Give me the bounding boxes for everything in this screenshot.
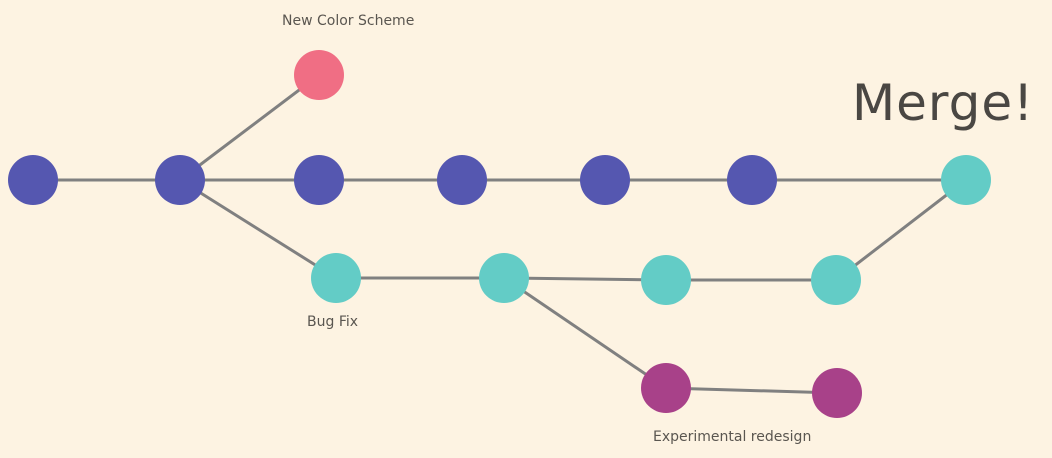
commit-node-bug-fix: [479, 253, 529, 303]
connection-b2-e1: [503, 276, 667, 390]
new-color-scheme-label: New Color Scheme: [282, 13, 415, 29]
connection-e1-e2: [665, 386, 838, 395]
experimental-redesign-label: Experimental redesign: [653, 429, 812, 445]
commit-node-main: [580, 155, 630, 205]
commit-node-bug-fix: [811, 255, 861, 305]
commit-node-experimental: [812, 368, 862, 418]
connection-m2-b1: [179, 178, 337, 280]
commit-nodes: [8, 50, 991, 418]
commit-node-experimental: [641, 363, 691, 413]
commit-node-main: [155, 155, 205, 205]
commit-node-bug-fix: [311, 253, 361, 303]
commit-node-color-scheme: [294, 50, 344, 100]
commit-node-main: [727, 155, 777, 205]
commit-node-bug-fix: [641, 255, 691, 305]
bug-fix-label: Bug Fix: [307, 314, 359, 330]
commit-node-main: [294, 155, 344, 205]
connection-m2-c1: [179, 73, 320, 182]
branch-connections: [33, 73, 967, 395]
commit-node-merge: [941, 155, 991, 205]
commit-node-main: [437, 155, 487, 205]
connection-b2-b3: [503, 276, 667, 282]
connection-b4-mg: [835, 178, 967, 282]
commit-node-main: [8, 155, 58, 205]
merge-label: Merge!: [852, 74, 1035, 132]
